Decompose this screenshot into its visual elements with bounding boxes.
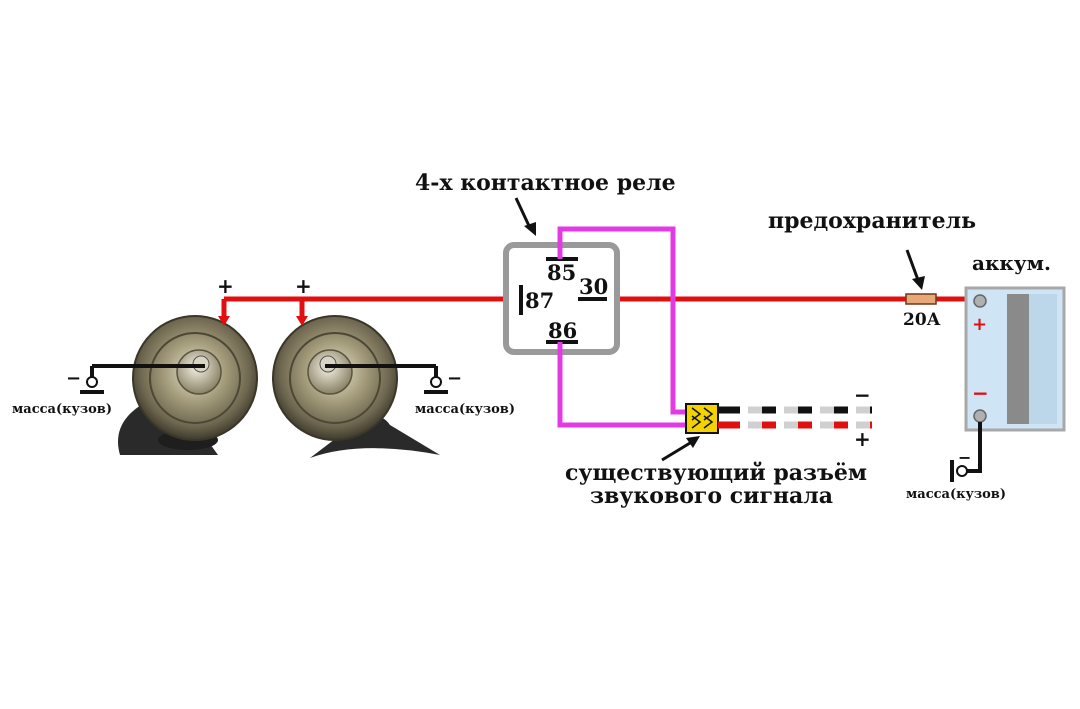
- horn-right-plus: +: [295, 274, 312, 298]
- connector-label-line1: существующий разъём: [565, 460, 867, 486]
- battery-ground-wire: [966, 422, 982, 473]
- harness-plus: +: [854, 427, 871, 451]
- fuse-rating: 20А: [903, 310, 941, 330]
- horn-right-ground-minus: −: [447, 368, 462, 389]
- control-wire-86: [557, 342, 686, 428]
- fuse-body: [905, 293, 937, 305]
- harness-minus: −: [854, 383, 871, 407]
- relay-pointer-arrow: [514, 197, 532, 229]
- horn-left-ground-terminal: [86, 376, 98, 388]
- fuse-label: предохранитель: [768, 208, 976, 234]
- battery-ground-label: масса(кузов): [906, 487, 1006, 502]
- horn-right-ground-label: масса(кузов): [415, 402, 515, 417]
- control-wire-85: [557, 226, 686, 415]
- connector-pointer-arrow: [661, 438, 696, 462]
- battery-terminal-negative: [973, 409, 987, 423]
- horn-right: [272, 315, 440, 458]
- horn-connector: [685, 403, 719, 434]
- relay-label: 4-х контактное реле: [415, 170, 676, 196]
- battery-plus-sign: +: [972, 314, 987, 335]
- relay-pin-85: 85: [547, 260, 576, 285]
- relay-pin-86: 86: [548, 318, 577, 343]
- horn-left: [118, 315, 258, 455]
- horn-left-ground-minus: −: [66, 368, 81, 389]
- horn-right-bracket: [310, 416, 440, 458]
- horn-right-ground-terminal: [430, 376, 442, 388]
- battery-terminal-positive: [973, 294, 987, 308]
- connector-label-line2: звукового сигнала: [590, 483, 833, 509]
- horn-left-plus: +: [217, 274, 234, 298]
- relay-pin-30: 30: [579, 274, 608, 299]
- fuse-pointer-arrow: [905, 249, 920, 281]
- battery-minus-sign: −: [972, 381, 989, 405]
- battery-ground-terminal: [956, 465, 968, 477]
- relay-pin-87: 87: [525, 288, 554, 313]
- battery-label: аккум.: [972, 251, 1051, 275]
- horn-left-ground-label: масса(кузов): [12, 402, 112, 417]
- battery-ground-minus: −: [958, 448, 971, 467]
